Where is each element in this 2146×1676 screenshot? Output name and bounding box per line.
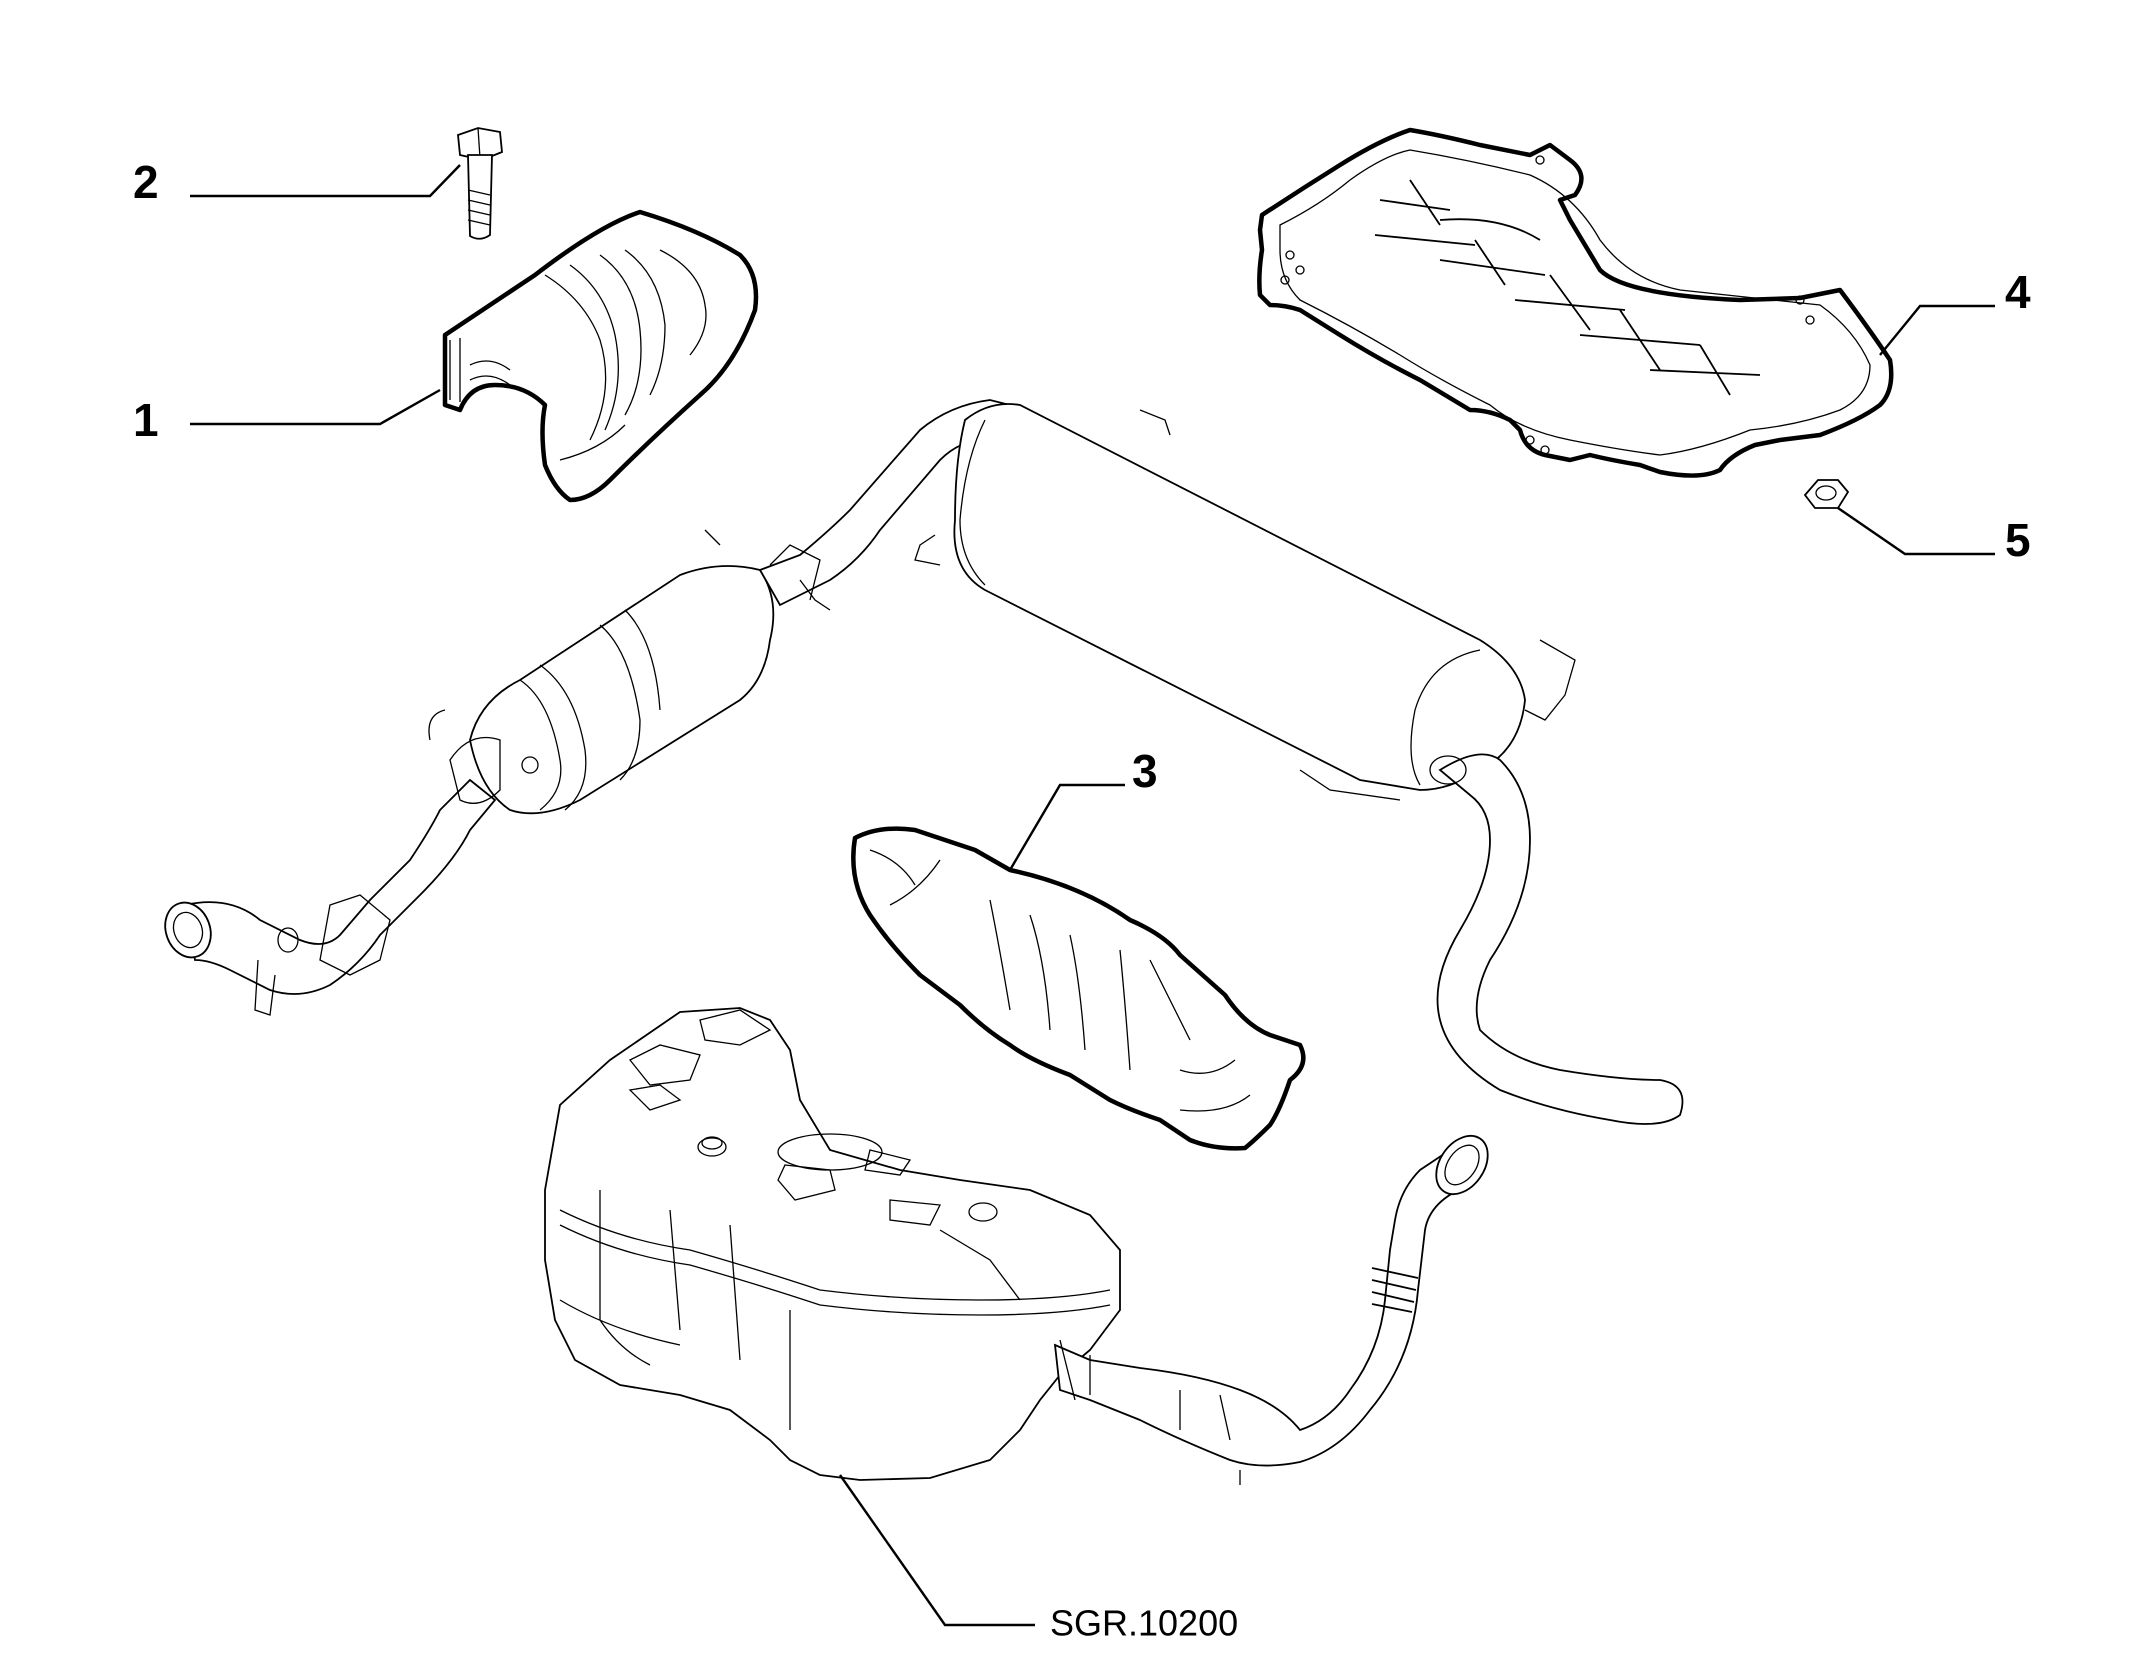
exhaust-assembly bbox=[164, 399, 1684, 1125]
leader-line-5 bbox=[1837, 507, 1995, 556]
nut[interactable] bbox=[1803, 479, 1850, 509]
underbody-heat-shield[interactable] bbox=[1257, 127, 1894, 478]
callout-5: 5 bbox=[2005, 514, 2031, 566]
heat-shield-front[interactable] bbox=[442, 209, 759, 503]
callout-2: 2 bbox=[133, 156, 159, 208]
callout-4: 4 bbox=[2005, 266, 2031, 318]
leader-line-ref bbox=[839, 1474, 1035, 1627]
leader-lines bbox=[190, 164, 1995, 1627]
fuel-tank bbox=[544, 1007, 1489, 1485]
callout-1: 1 bbox=[133, 394, 159, 446]
leader-line-4 bbox=[1879, 304, 1995, 356]
leader-line-1 bbox=[190, 388, 441, 426]
callout-3: 3 bbox=[1132, 745, 1158, 797]
callout-labels: 1 2 3 4 5 SGR.10200 bbox=[133, 156, 2031, 1643]
reference-label: SGR.10200 bbox=[1050, 1603, 1238, 1644]
leader-line-3 bbox=[1008, 783, 1125, 871]
bolt[interactable] bbox=[457, 127, 503, 240]
heat-shield-rear[interactable] bbox=[851, 826, 1306, 1151]
leader-line-2 bbox=[190, 164, 461, 198]
